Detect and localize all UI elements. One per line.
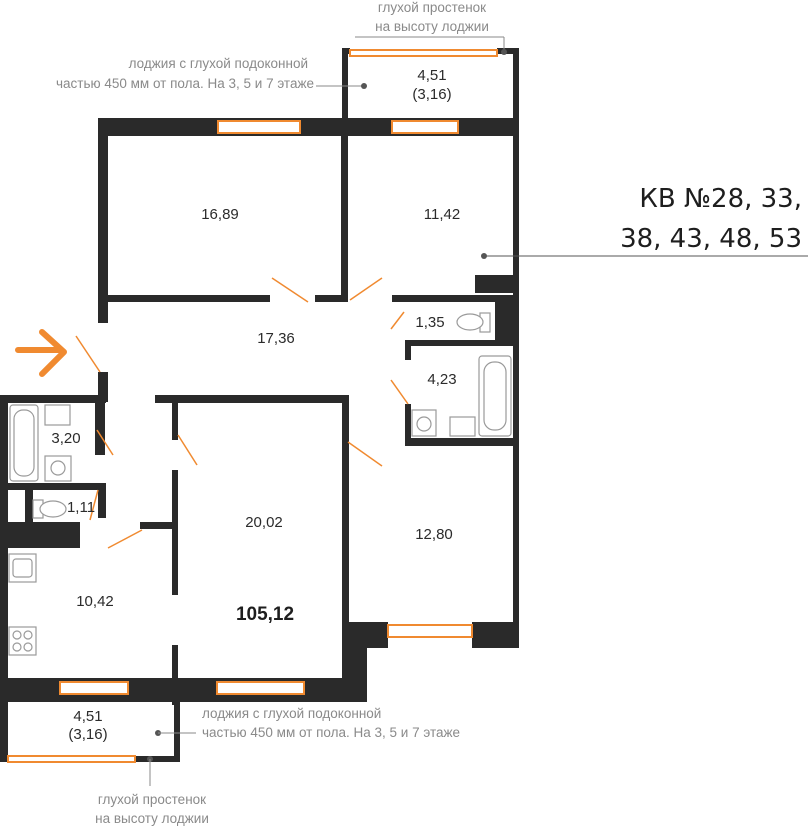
- area-room-2: 11,42: [424, 206, 460, 223]
- area-loggia-bottom-sub: (3,16): [68, 726, 107, 743]
- note-wall-top-line2: на высоту лоджии: [375, 19, 489, 34]
- windows: [7, 49, 498, 763]
- area-loggia-top: 4,51: [417, 67, 446, 84]
- apartment-number-line1: КВ №28, 33,: [639, 184, 802, 214]
- area-room-3: 12,80: [415, 526, 453, 543]
- sink-icon: [449, 416, 476, 437]
- area-loggia-bottom: 4,51: [73, 708, 102, 725]
- sink-left-icon: [44, 404, 71, 426]
- area-room-1: 16,89: [201, 206, 239, 223]
- callouts: глухой простенок на высоту лоджии лоджия…: [56, 0, 808, 826]
- doors: [75, 277, 409, 549]
- entrance-arrow-icon: [15, 329, 67, 377]
- note-wall-bottom-line2: на высоту лоджии: [95, 811, 209, 826]
- total-area: 105,12: [236, 604, 294, 625]
- note-loggia-bottom-line1: лоджия с глухой подоконной: [202, 706, 381, 721]
- stove-icon: [8, 626, 37, 656]
- area-loggia-top-sub: (3,16): [412, 86, 451, 103]
- area-wc-top: 1,35: [415, 314, 444, 331]
- walls: [0, 48, 519, 762]
- area-bath-right: 4,23: [427, 371, 456, 388]
- area-hall: 17,36: [257, 330, 295, 347]
- note-wall-bottom-line1: глухой простенок: [98, 792, 206, 807]
- plumbing-fixtures: [8, 312, 512, 656]
- area-kitchen: 10,42: [76, 593, 114, 610]
- area-living: 20,02: [245, 514, 283, 531]
- area-bath-left: 3,20: [51, 430, 80, 447]
- area-wc-left: 1,11: [67, 499, 95, 516]
- room-areas: 4,51 (3,16) 16,89 11,42 17,36 1,35 4,23 …: [51, 67, 460, 743]
- apartment-number-line2: 38, 43, 48, 53: [620, 224, 802, 254]
- note-loggia-top-line1: лоджия с глухой подоконной: [129, 56, 308, 71]
- washing-machine-icon: [411, 409, 437, 437]
- apartment-title: КВ №28, 33, 38, 43, 48, 53: [620, 184, 802, 254]
- note-loggia-bottom-line2: частью 450 мм от пола. На 3, 5 и 7 этаже: [202, 725, 460, 740]
- note-loggia-top-line2: частью 450 мм от пола. На 3, 5 и 7 этаже: [56, 76, 314, 91]
- note-wall-top-line1: глухой простенок: [378, 0, 486, 15]
